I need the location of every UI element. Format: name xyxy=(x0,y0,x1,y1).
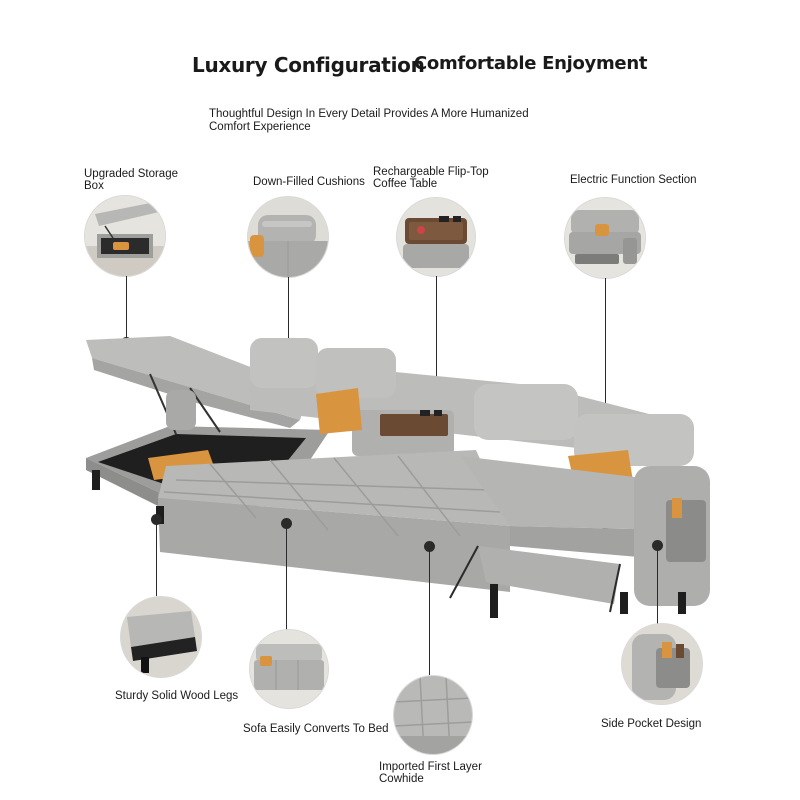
label-coffee-table: Rechargeable Flip-Top Coffee Table xyxy=(373,166,489,190)
page-title-left: Luxury Configuration xyxy=(192,53,425,77)
label-bed-line1: Sofa Easily Converts To Bed xyxy=(243,723,389,735)
wood-legs-detail-image xyxy=(121,597,201,677)
sofa-main-image xyxy=(86,336,710,618)
label-electric: Electric Function Section xyxy=(570,174,697,186)
page-title-right: Comfortable Enjoyment xyxy=(414,53,648,74)
side-pocket-illustration xyxy=(622,624,702,704)
label-legs: Sturdy Solid Wood Legs xyxy=(115,690,238,702)
storage-box-illustration xyxy=(85,196,165,276)
label-bed: Sofa Easily Converts To Bed xyxy=(243,723,389,735)
leader-line-storage xyxy=(126,276,127,340)
cushions-detail-image xyxy=(248,197,328,277)
electric-function-detail-image xyxy=(565,198,645,278)
coffee-table-detail-image xyxy=(397,198,475,276)
marker-dot-legs xyxy=(151,514,162,525)
label-cushions: Down-Filled Cushions xyxy=(253,176,365,188)
leader-line-cowhide xyxy=(429,547,430,675)
electric-function-illustration xyxy=(565,198,645,278)
storage-box-detail-image xyxy=(85,196,165,276)
marker-dot-bed xyxy=(281,518,292,529)
cowhide-detail-image xyxy=(394,676,472,754)
label-electric-line1: Electric Function Section xyxy=(570,174,697,186)
label-storage-box: Upgraded Storage Box xyxy=(84,168,178,192)
label-pocket: Side Pocket Design xyxy=(601,718,701,730)
label-coffee-table-line2: Coffee Table xyxy=(373,178,438,190)
label-pocket-line1: Side Pocket Design xyxy=(601,718,702,730)
sofa-bed-illustration xyxy=(250,630,328,708)
marker-dot-pocket xyxy=(652,540,663,551)
cowhide-illustration xyxy=(394,676,472,754)
side-pocket-detail-image xyxy=(622,624,702,704)
cushions-illustration xyxy=(248,197,328,277)
marker-dot-cowhide xyxy=(424,541,435,552)
sofa-bed-detail-image xyxy=(250,630,328,708)
leader-line-cushions xyxy=(288,277,289,357)
leader-line-pocket xyxy=(657,546,658,624)
label-cushions-line1: Down-Filled Cushions xyxy=(253,176,365,188)
label-cowhide: Imported First Layer Cowhide xyxy=(379,761,482,785)
label-cowhide-line1: Imported First Layer xyxy=(379,761,482,773)
page-subtitle: Thoughtful Design In Every Detail Provid… xyxy=(209,108,529,134)
leader-line-coffee-table xyxy=(436,276,437,424)
subtitle-line-1: Thoughtful Design In Every Detail Provid… xyxy=(209,108,529,120)
leader-line-electric xyxy=(605,278,606,522)
wood-legs-illustration xyxy=(121,597,201,677)
label-storage-box-line1: Upgraded Storage xyxy=(84,168,178,180)
label-coffee-table-line1: Rechargeable Flip-Top xyxy=(373,166,489,178)
subtitle-line-2: Comfort Experience xyxy=(209,121,311,133)
leader-line-legs xyxy=(156,520,157,596)
coffee-table-illustration xyxy=(397,198,475,276)
label-cowhide-line2: Cowhide xyxy=(379,773,424,785)
label-storage-box-line2: Box xyxy=(84,180,104,192)
leader-line-bed xyxy=(286,524,287,630)
label-legs-line1: Sturdy Solid Wood Legs xyxy=(115,690,239,702)
